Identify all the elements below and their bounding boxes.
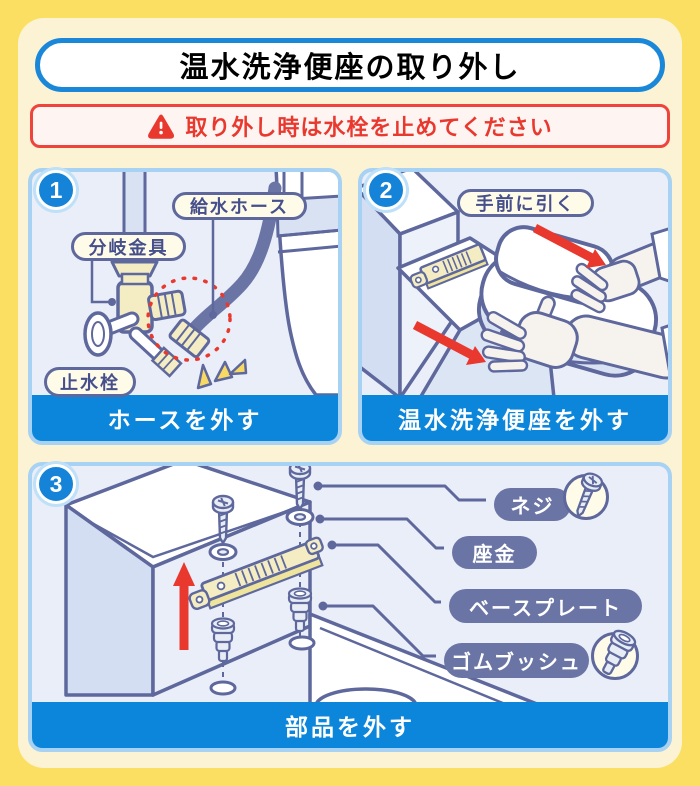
hose-connector [168,318,211,359]
lower-outlet [150,346,183,378]
page-title-red: 取り外し [396,52,521,84]
seat-removal-drawing [362,172,668,395]
page-title: 温水洗浄便座の取り外し [35,38,665,92]
rubber-bush-icon [591,629,639,680]
hose-removal-drawing [83,172,338,395]
parts-removal-drawing [64,466,537,702]
step-3-illustration [32,466,668,702]
step-3-badge: 3 [36,464,76,504]
label-pull-forward: 手前に引く [457,189,594,217]
step-1-illustration [32,172,338,395]
warning-banner: 取り外し時は水栓を止めてください [30,104,670,148]
step-panel-3: 3 [28,462,672,752]
label-branch-fitting: 分岐金具 [71,232,186,261]
leader-lines [318,484,486,658]
emphasis-marks [196,358,248,390]
page-title-blue: 温水洗浄便座の [179,52,397,84]
warning-text: 取り外し時は水栓を止めてください [185,115,553,140]
label-washer: 座金 [452,536,537,569]
valve-outlet-nipple [147,289,187,322]
step-panel-2: 2 [358,168,672,445]
content-frame: 温水洗浄便座の取り外し 取り外し時は水栓を止めてください 1 [18,18,682,768]
far-hand [570,227,668,314]
label-supply-hose: 給水ホース [172,192,307,220]
label-screw: ネジ [494,488,571,521]
step-1-badge: 1 [36,170,76,210]
step-3-caption: 部品を外す [32,702,668,748]
base-plate-on-deck [409,243,489,290]
step-2-caption: 温水洗浄便座を外す [362,395,668,441]
label-rubber-bush: ゴムブッシュ [444,643,589,678]
warning-triangle-icon [148,114,175,139]
base-plate [188,536,324,611]
step-1-caption: ホースを外す [32,395,338,441]
label-stop-valve: 止水栓 [44,367,136,397]
screw-icon [563,472,609,520]
label-baseplate: ベースプレート [449,589,642,623]
step-2-badge: 2 [366,170,406,210]
front-hand [480,295,668,380]
step-panel-1: 1 [28,168,342,445]
disconnect-highlight-circle [146,276,232,362]
step-2-illustration [362,172,668,395]
